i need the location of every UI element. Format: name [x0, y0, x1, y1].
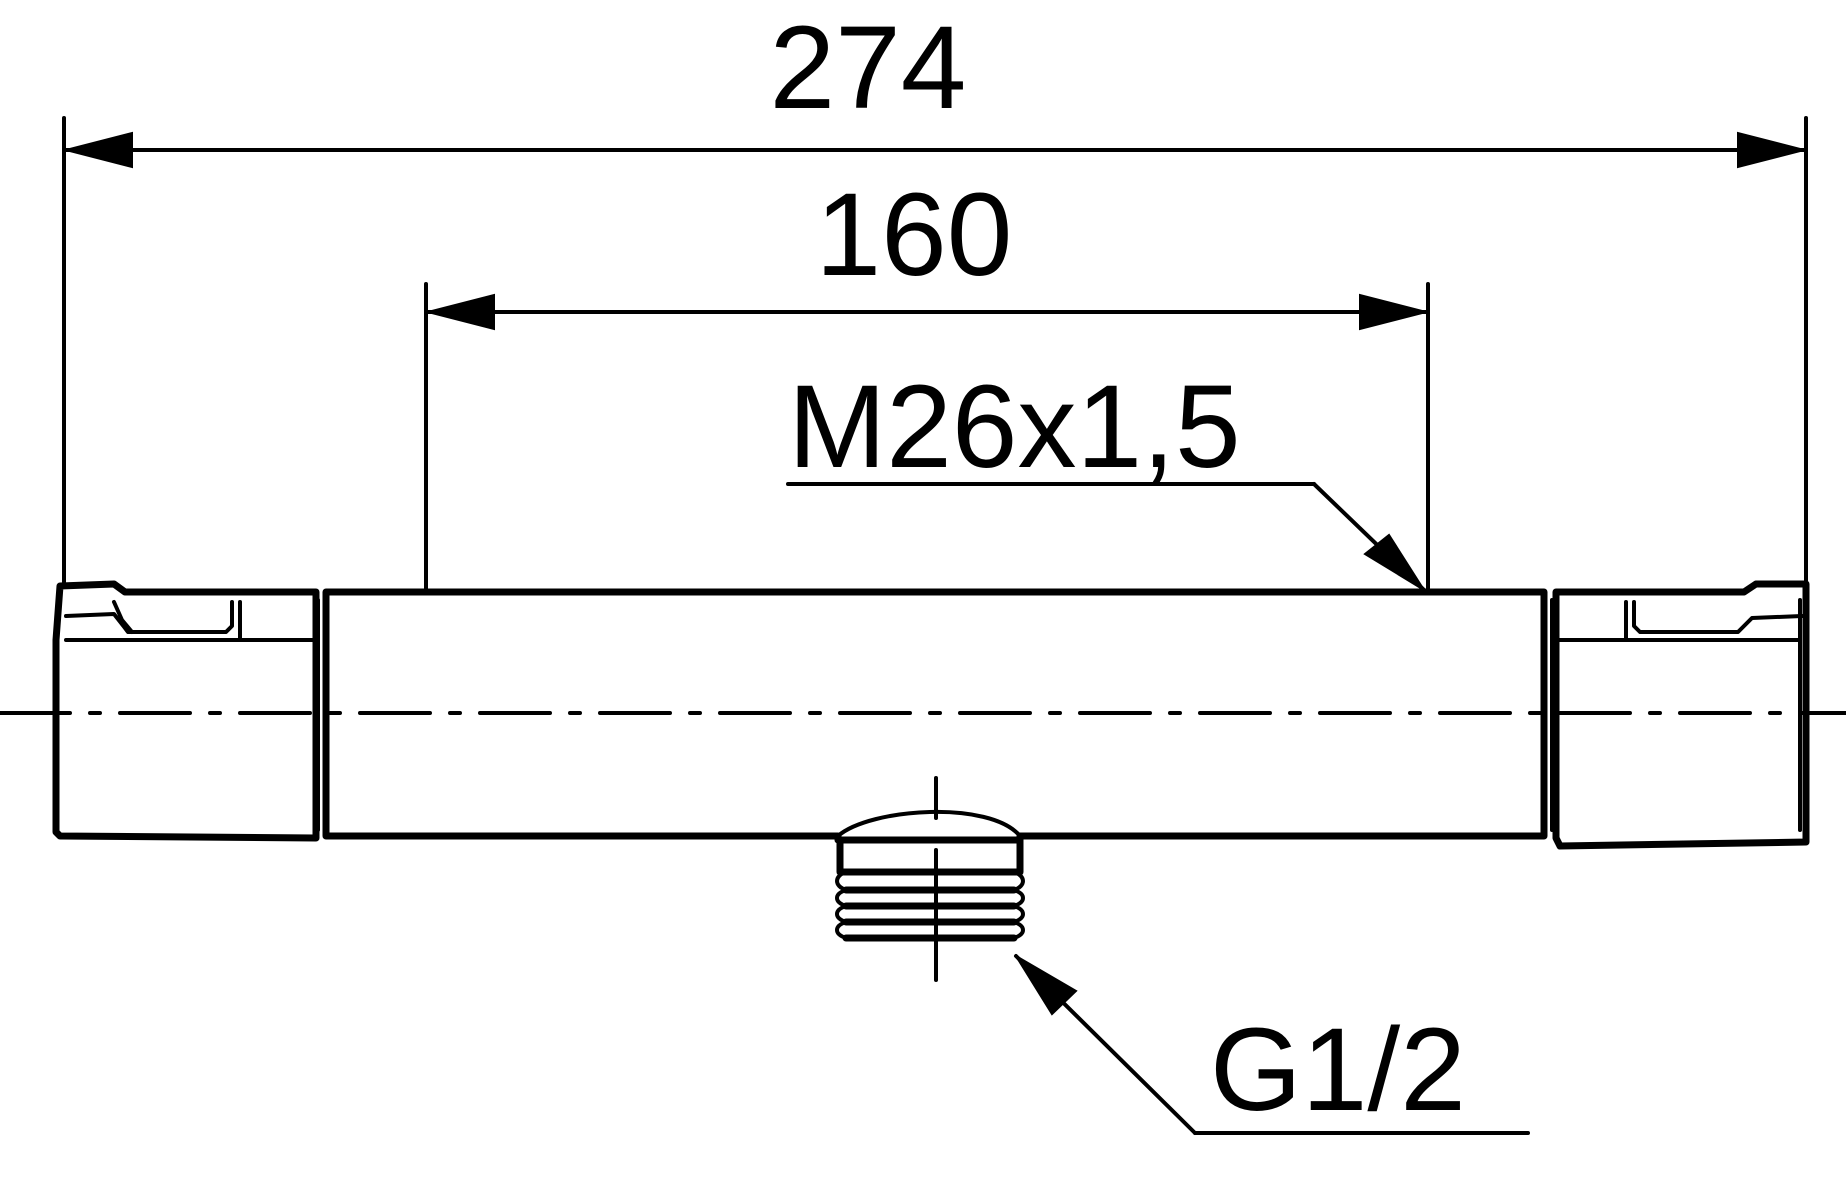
arrowhead-bottom-thread	[1015, 955, 1078, 1016]
arrowhead-left-inner	[427, 293, 495, 331]
thread-label-bottom: G1/2	[1210, 1004, 1466, 1136]
dimension-label-overall: 274	[770, 2, 967, 134]
fitting-body	[836, 836, 1024, 876]
fitting-thread	[835, 868, 1025, 942]
thread-label-top: M26x1,5	[788, 361, 1241, 493]
arrowhead-right-inner	[1359, 293, 1427, 331]
thread-profile-right	[1012, 870, 1025, 940]
leader-bottom-thread: G1/2	[1014, 954, 1530, 1136]
left-cap-slot	[64, 600, 234, 634]
right-end-cap	[1552, 580, 1810, 850]
arrowhead-right-overall	[1737, 131, 1805, 169]
fitting-dome	[836, 809, 1022, 838]
thread-profile-left	[835, 870, 848, 940]
right-cap-slot	[1632, 600, 1804, 634]
dimension-inner: 160	[424, 169, 1430, 592]
arrowhead-left-overall	[65, 131, 133, 169]
left-cap-outline	[52, 580, 320, 842]
left-end-cap	[52, 580, 320, 842]
dimension-overall: 274	[62, 2, 1808, 587]
bottom-fitting	[835, 776, 1025, 982]
left-cap-recess	[112, 600, 134, 634]
dimension-label-inner: 160	[816, 169, 1013, 301]
arrowhead-top-thread	[1363, 533, 1425, 591]
right-cap-outline	[1552, 580, 1810, 850]
leader-top-thread: M26x1,5	[786, 361, 1426, 592]
